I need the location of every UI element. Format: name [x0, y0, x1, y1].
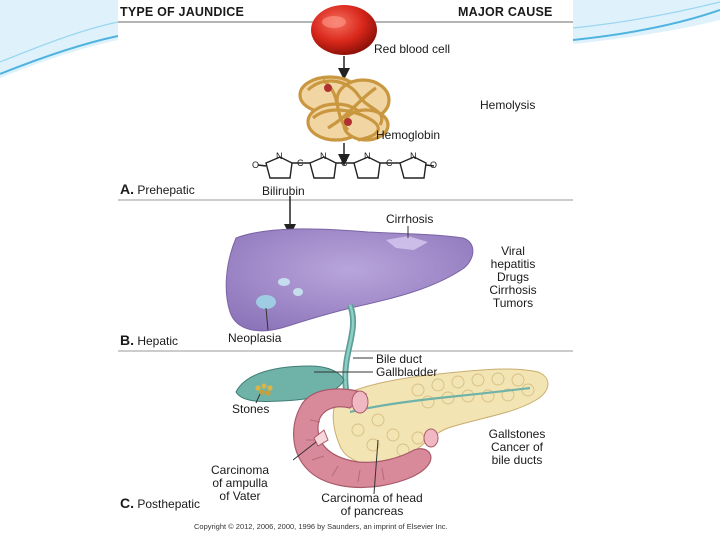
posthepatic-cause-3: bile ducts	[491, 453, 543, 467]
hepatic-cause-4: Cirrhosis	[489, 283, 537, 297]
label-cirrhosis: Cirrhosis	[386, 212, 434, 226]
atom-c-3: C	[386, 158, 393, 168]
top-right-swoosh-line-2	[572, 1, 720, 29]
section-a-label: A. Prehepatic	[120, 181, 195, 197]
liver	[225, 228, 474, 332]
copyright-notice: Copyright © 2012, 2006, 2000, 1996 by Sa…	[194, 522, 448, 531]
red-blood-cell	[311, 5, 377, 55]
carcinoma-pancreas-line-2: of pancreas	[340, 504, 404, 518]
heme-group-2	[344, 118, 352, 126]
label-bile-duct: Bile duct	[376, 352, 423, 366]
atom-c-1: C	[297, 158, 304, 168]
duodenum-cut-end-right	[423, 428, 439, 448]
posthepatic-cause-1: Gallstones	[488, 427, 546, 441]
liver-cirrhosis-nodules	[386, 236, 428, 250]
atom-n-3: N	[364, 151, 371, 161]
gallstone-1	[255, 385, 261, 391]
hepatic-cause-3: Drugs	[496, 270, 529, 284]
label-neoplasia: Neoplasia	[228, 331, 282, 345]
bilirubin-molecule	[257, 156, 435, 179]
section-b-label: B. Hepatic	[120, 332, 179, 348]
posthepatic-cause-2: Cancer of	[490, 440, 544, 454]
label-carcinoma-pancreas: Carcinoma of head of pancreas	[302, 492, 442, 518]
atom-o-right: O	[430, 160, 438, 170]
section-a-name: Prehepatic	[137, 183, 195, 197]
duodenum-cut-end-top	[351, 390, 369, 414]
section-c-label: C. Posthepatic	[120, 495, 201, 511]
hepatic-causes-list: Viral hepatitis Drugs Cirrhosis Tumors	[478, 245, 548, 310]
top-left-swoosh-line	[0, 35, 119, 75]
gallstone-5	[265, 390, 271, 396]
label-hemolysis: Hemolysis	[480, 98, 536, 112]
section-a-letter: A.	[120, 181, 134, 197]
pointer-carcinoma-pancreas	[373, 439, 379, 495]
atom-n-1: N	[276, 151, 283, 161]
hepatic-cause-1: Viral	[501, 244, 525, 258]
ampulla-of-vater	[313, 429, 329, 447]
carcinoma-ampulla-line-1: Carcinoma	[210, 463, 270, 477]
atom-n-2: N	[320, 151, 327, 161]
hepatic-cause-2: hepatitis	[490, 257, 536, 271]
duodenum-folds	[306, 419, 385, 483]
section-b-letter: B.	[120, 332, 134, 348]
label-stones: Stones	[232, 402, 270, 416]
pointer-neoplasia	[265, 307, 269, 331]
label-hemoglobin: Hemoglobin	[376, 128, 441, 142]
atom-c-2: C	[341, 158, 348, 168]
red-blood-cell-highlight	[322, 16, 346, 28]
diagram-artwork	[118, 5, 573, 495]
label-carcinoma-ampulla: Carcinoma of ampulla of Vater	[192, 464, 288, 503]
label-gallbladder: Gallbladder	[376, 365, 438, 379]
pointer-carcinoma-ampulla	[292, 441, 317, 461]
gallstone-4	[259, 389, 265, 395]
header-type-of-jaundice: TYPE OF JAUNDICE	[120, 5, 245, 19]
header-major-cause: MAJOR CAUSE	[458, 5, 553, 19]
label-red-blood-cell: Red blood cell	[374, 42, 451, 56]
posthepatic-causes-list: Gallstones Cancer of bile ducts	[480, 428, 554, 467]
section-c-letter: C.	[120, 495, 134, 511]
jaundice-diagram: TYPE OF JAUNDICE MAJOR CAUSE A. Prehepat…	[118, 0, 573, 532]
hepatic-cause-5: Tumors	[492, 296, 534, 310]
gallstone-3	[267, 385, 273, 391]
top-right-swoosh-line	[572, 9, 720, 41]
hemoglobin-molecule	[298, 75, 391, 142]
pancreatic-duct	[349, 386, 531, 414]
liver-neoplasia-2	[278, 278, 290, 286]
pointer-stones	[255, 393, 261, 404]
section-b-name: Hepatic	[137, 334, 179, 348]
liver-neoplasia-1	[256, 295, 276, 309]
carcinoma-ampulla-line-3: of Vater	[219, 489, 261, 503]
section-c-name: Posthepatic	[137, 497, 201, 511]
atom-o-left: O	[252, 160, 260, 170]
label-bilirubin: Bilirubin	[262, 184, 305, 198]
heme-group-1	[324, 84, 332, 92]
carcinoma-ampulla-line-2: of ampulla	[212, 476, 268, 490]
gallstone-2	[261, 383, 267, 389]
carcinoma-pancreas-line-1: Carcinoma of head	[321, 491, 423, 505]
top-left-swoosh-line-2	[0, 21, 119, 63]
liver-neoplasia-3	[293, 288, 303, 296]
atom-n-4: N	[410, 151, 417, 161]
